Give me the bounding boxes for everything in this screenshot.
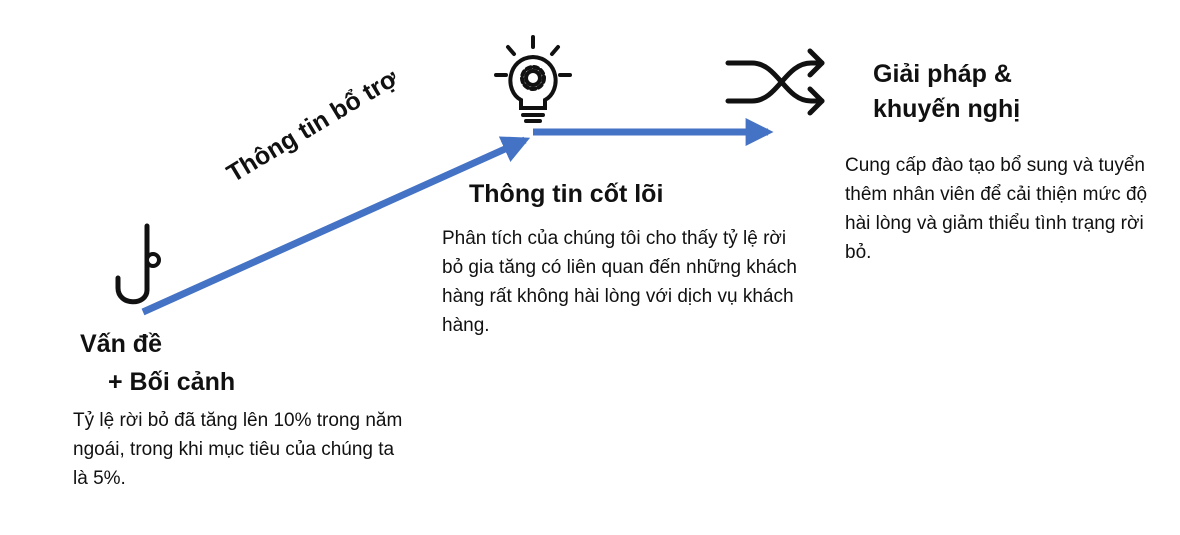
- solution-body: Cung cấp đào tạo bổ sung và tuyển thêm n…: [845, 155, 1148, 263]
- solution-title-line2: khuyến nghị: [873, 95, 1021, 123]
- problem-title-line1: Vấn đề: [80, 330, 162, 358]
- fishhook-icon: [115, 223, 161, 305]
- problem-title-line2: + Bối cảnh: [108, 368, 236, 396]
- supporting-arrow: [141, 136, 531, 316]
- core-insight-title: Thông tin cốt lõi: [469, 180, 664, 208]
- core-insight-body: Phân tích của chúng tôi cho thấy tỷ lệ r…: [442, 228, 797, 336]
- lightbulb-gear-icon: [494, 35, 572, 123]
- problem-body: Tỷ lệ rời bỏ đã tăng lên 10% trong năm n…: [73, 410, 403, 489]
- shuffle-icon: [725, 48, 825, 116]
- solution-title-line1: Giải pháp &: [873, 60, 1012, 88]
